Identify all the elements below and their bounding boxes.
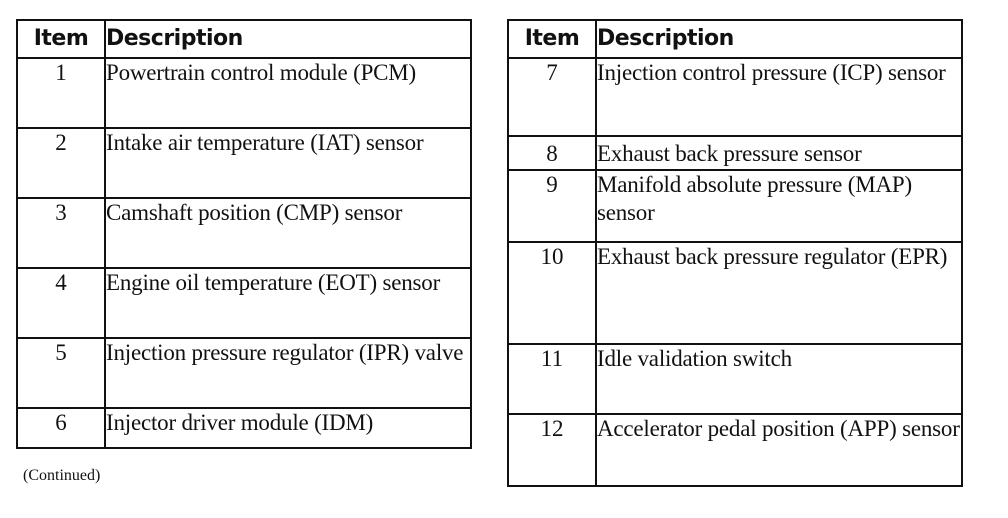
item-number: 3: [16, 197, 106, 269]
table-row: 4 Engine oil temperature (EOT) sensor: [16, 267, 472, 339]
item-description: Manifold absolute pressure (MAP) sensor: [595, 169, 963, 243]
table-header-row: Item Description: [507, 19, 963, 59]
item-number: 1: [16, 57, 106, 129]
item-number: 5: [16, 337, 106, 409]
item-number: 10: [507, 241, 597, 345]
item-number: 12: [507, 413, 597, 487]
item-description: Intake air temperature (IAT) sensor: [104, 127, 472, 199]
table-row: 1 Powertrain control module (PCM): [16, 57, 472, 129]
column-header-description: Description: [595, 19, 963, 59]
item-description: Accelerator pedal position (APP) sensor: [595, 413, 963, 487]
table-header-row: Item Description: [16, 19, 472, 59]
table-row: 12 Accelerator pedal position (APP) sens…: [507, 413, 963, 487]
legend-table-right: Item Description 7 Injection control pre…: [507, 19, 963, 487]
item-number: 7: [507, 57, 597, 137]
item-description: Camshaft position (CMP) sensor: [104, 197, 472, 269]
item-description: Idle validation switch: [595, 343, 963, 415]
table-row: 7 Injection control pressure (ICP) senso…: [507, 57, 963, 137]
column-header-item: Item: [16, 19, 106, 59]
table-row: 5 Injection pressure regulator (IPR) val…: [16, 337, 472, 409]
table-row: 8 Exhaust back pressure sensor: [507, 135, 963, 171]
item-description: Injection pressure regulator (IPR) valve: [104, 337, 472, 409]
item-description: Injection control pressure (ICP) sensor: [595, 57, 963, 137]
item-description: Exhaust back pressure sensor: [595, 135, 963, 171]
table-row: 10 Exhaust back pressure regulator (EPR): [507, 241, 963, 345]
column-header-description: Description: [104, 19, 472, 59]
table-row: 3 Camshaft position (CMP) sensor: [16, 197, 472, 269]
table-row: 6 Injector driver module (IDM): [16, 407, 472, 449]
item-number: 8: [507, 135, 597, 171]
item-description: Engine oil temperature (EOT) sensor: [104, 267, 472, 339]
item-description: Exhaust back pressure regulator (EPR): [595, 241, 963, 345]
item-description: Injector driver module (IDM): [104, 407, 472, 449]
table-row: 9 Manifold absolute pressure (MAP) senso…: [507, 169, 963, 243]
item-number: 6: [16, 407, 106, 449]
item-number: 9: [507, 169, 597, 243]
table-row: 2 Intake air temperature (IAT) sensor: [16, 127, 472, 199]
item-number: 4: [16, 267, 106, 339]
column-header-item: Item: [507, 19, 597, 59]
item-number: 11: [507, 343, 597, 415]
continued-note: (Continued): [23, 467, 101, 484]
item-number: 2: [16, 127, 106, 199]
item-description: Powertrain control module (PCM): [104, 57, 472, 129]
table-row: 11 Idle validation switch: [507, 343, 963, 415]
legend-table-left: Item Description 1 Powertrain control mo…: [16, 19, 472, 449]
